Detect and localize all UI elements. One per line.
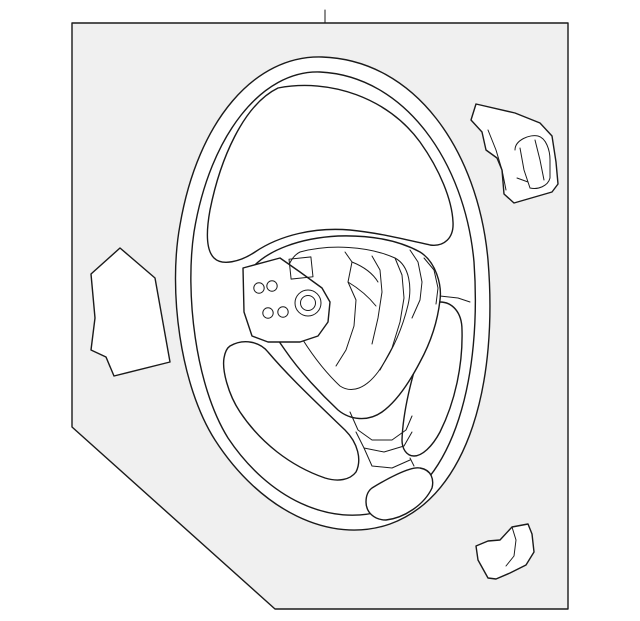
switch-button-1[interactable] — [253, 282, 265, 294]
lower-trim-cover[interactable] — [90, 247, 171, 377]
steering-wheel-assembly[interactable] — [174, 56, 491, 531]
switch-cover-lower-right[interactable] — [475, 523, 535, 580]
left-switch-panel[interactable] — [242, 256, 331, 343]
display-window-icon — [288, 256, 314, 280]
hub-emblem-inner — [300, 295, 316, 311]
switch-button-2[interactable] — [266, 280, 278, 292]
switch-cover-upper-right[interactable] — [470, 103, 559, 204]
switch-button-4[interactable] — [277, 306, 289, 318]
hub-emblem-outer — [294, 289, 322, 317]
switch-button-3[interactable] — [262, 307, 274, 319]
